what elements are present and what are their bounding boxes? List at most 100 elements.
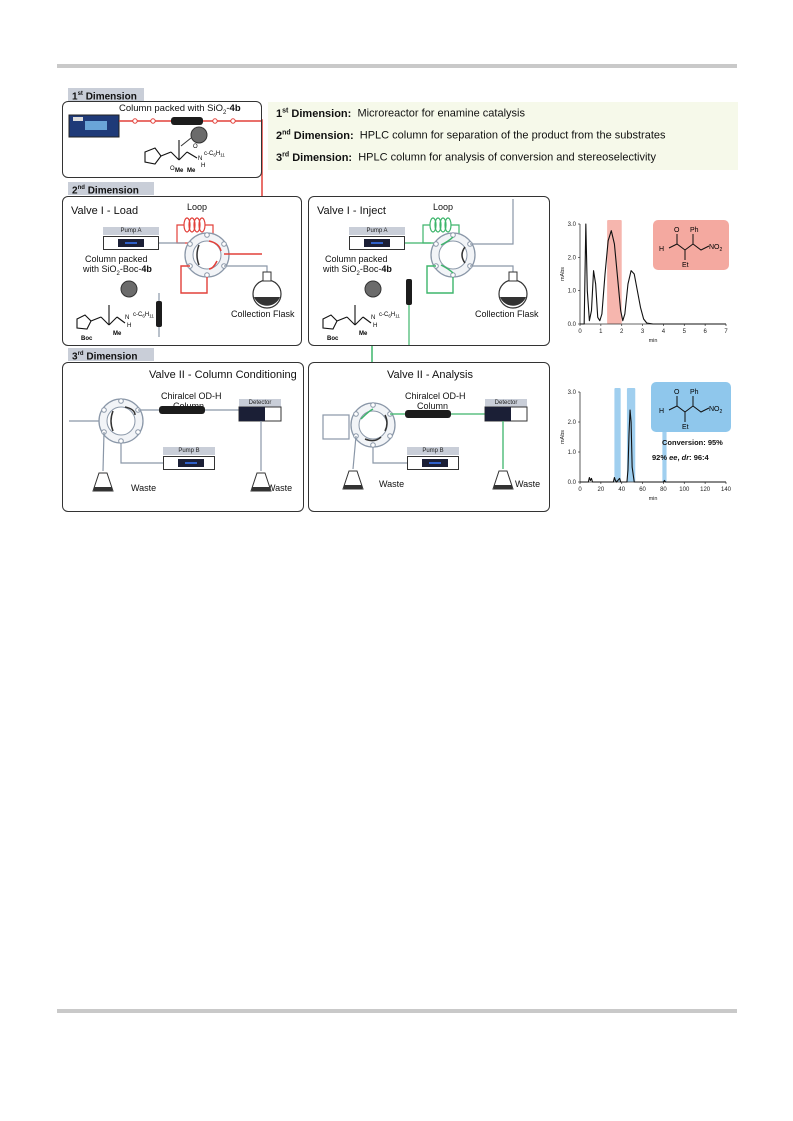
packed-column [171, 117, 203, 125]
svg-text:N: N [125, 315, 129, 321]
svg-text:Ph: Ph [690, 389, 699, 396]
highlight-band-0 [614, 388, 621, 482]
x-tick-label: 100 [679, 487, 690, 493]
silica-bead-icon [190, 126, 208, 144]
y-tick-label: 2.0 [568, 420, 577, 426]
x-tick-label: 60 [639, 487, 646, 493]
legend-line-2: 2nd Dimension: HPLC column for separatio… [276, 129, 666, 142]
x-tick-label: 0 [578, 329, 582, 335]
valve-inject-column-label-1: Column packed [325, 254, 388, 264]
valve-inject-drawing: Boc Me N H c-C6H11 [322, 199, 528, 345]
valve-analysis-waste-label-2: Waste [515, 479, 541, 489]
product-molecule-2: H O Ph Et NO2 [659, 389, 723, 431]
svg-text:H: H [373, 323, 377, 329]
valve-conditioning-column-label-1: Chiralcel OD-H [161, 391, 222, 401]
valve-load-title: Valve I - Load [71, 205, 139, 217]
valve-load-column-label-1: Column packed [85, 254, 148, 264]
valve-conditioning-waste-label-1: Waste [131, 483, 157, 493]
svg-text:Boc: Boc [327, 336, 339, 342]
svg-text:c-C6H11: c-C6H11 [133, 312, 154, 319]
first-dimension-tag: 1st Dimension [68, 88, 144, 102]
svg-text:O: O [170, 166, 175, 172]
svg-text:H: H [659, 246, 664, 253]
svg-text:O: O [674, 227, 680, 234]
svg-text:Et: Et [682, 424, 689, 431]
valve-analysis-title: Valve II - Analysis [387, 369, 473, 381]
svg-text:H: H [659, 408, 664, 415]
valve-load-flask-label: Collection Flask [231, 309, 295, 319]
svg-text:c-C6H11: c-C6H11 [204, 151, 225, 158]
third-dimension-tag: 3rd Dimension [68, 348, 154, 362]
waste-beaker-icon [492, 470, 514, 490]
valve-conditioning-pump [163, 456, 215, 470]
valve-analysis-detector-tag: Detector [485, 399, 527, 407]
conversion-text: Conversion: 95% [662, 438, 723, 447]
x-tick-label: 7 [724, 329, 728, 335]
valve-conditioning-box: Valve II - Column Conditioning Chiralcel… [62, 362, 304, 512]
y-tick-label: 0.0 [568, 322, 577, 328]
svg-text:N: N [371, 315, 375, 321]
x-axis-label: min [649, 338, 658, 344]
valve-analysis-box: Valve II - Analysis Chiralcel OD-H Colum… [308, 362, 550, 512]
valve-analysis-column-label-1: Chiralcel OD-H [405, 391, 466, 401]
valve-load-box: Valve I - Load Loop Pump A Column packed… [62, 196, 302, 346]
first-dimension-box: Column packed with SiO2-4b O Me Me O N H… [62, 101, 262, 178]
x-tick-label: 40 [618, 487, 625, 493]
svg-text:Boc: Boc [81, 336, 93, 342]
valve-inject-box: Valve I - Inject Loop Pump A Column pack… [308, 196, 550, 346]
x-tick-label: 120 [700, 487, 711, 493]
valve-analysis-column-label-2: Column [417, 401, 449, 411]
x-tick-label: 2 [620, 329, 624, 335]
waste-beaker-icon [342, 470, 364, 490]
highlight-band-0 [607, 220, 622, 324]
valve-load-pump [103, 236, 159, 250]
svg-text:N: N [198, 156, 202, 162]
svg-text:Et: Et [682, 262, 689, 269]
dimension-legend: 1st Dimension: Microreactor for enamine … [268, 102, 738, 170]
svg-text:Ph: Ph [690, 227, 699, 234]
y-tick-label: 2.0 [568, 255, 577, 261]
product-structure-blue: H O Ph Et NO2 [651, 382, 731, 432]
svg-text:Me: Me [187, 168, 196, 174]
valve-load-loop-label: Loop [187, 202, 208, 212]
valve-inject-pump-tag: Pump A [349, 227, 405, 235]
y-tick-label: 3.0 [568, 222, 577, 228]
y-tick-label: 1.0 [568, 450, 577, 456]
valve-analysis-drawing [322, 402, 528, 490]
valve-load-drawing: Boc Me N H c-C6H11 [76, 217, 282, 342]
valve-conditioning-drawing [69, 398, 282, 492]
second-dimension-tag: 2nd Dimension [68, 182, 154, 196]
svg-text:Me: Me [175, 168, 184, 174]
y-axis-label: mAbs [560, 267, 566, 281]
svg-text:Me: Me [359, 331, 368, 337]
x-tick-label: 6 [703, 329, 707, 335]
valve-conditioning-waste-label-2: Waste [267, 483, 293, 493]
x-tick-label: 80 [660, 487, 667, 493]
x-tick-label: 0 [578, 487, 582, 493]
legend-line-3: 3rd Dimension: HPLC column for analysis … [276, 151, 656, 164]
valve-inject-column-label-2: with SiO2-Boc-4b [323, 264, 392, 277]
valve-conditioning-detector-tag: Detector [239, 399, 281, 407]
y-tick-label: 1.0 [568, 289, 577, 295]
valve-load-column-label-2: with SiO2-Boc-4b [83, 264, 152, 277]
x-tick-label: 140 [721, 487, 732, 493]
x-tick-label: 4 [662, 329, 666, 335]
x-axis-label: min [649, 496, 658, 502]
svg-text:NO2: NO2 [709, 406, 723, 415]
bottom-rule [57, 1009, 737, 1013]
y-tick-label: 0.0 [568, 480, 577, 486]
svg-text:O: O [674, 389, 680, 396]
x-tick-label: 5 [683, 329, 687, 335]
valve-load-pump-tag: Pump A [103, 227, 159, 235]
selectivity-text: 92% ee, dr: 96:4 [652, 453, 709, 462]
chromatogram-trace-0 [580, 409, 726, 483]
svg-text:Me: Me [113, 331, 122, 337]
valve-inject-flask-label: Collection Flask [475, 309, 539, 319]
waste-beaker-icon [92, 472, 114, 492]
waste-beaker-icon [250, 472, 272, 492]
valve-analysis-pump-tag: Pump B [407, 447, 459, 455]
valve-inject-loop-label: Loop [433, 202, 454, 212]
valve-inject-pump [349, 236, 405, 250]
valve-inject-title: Valve I - Inject [317, 205, 386, 217]
